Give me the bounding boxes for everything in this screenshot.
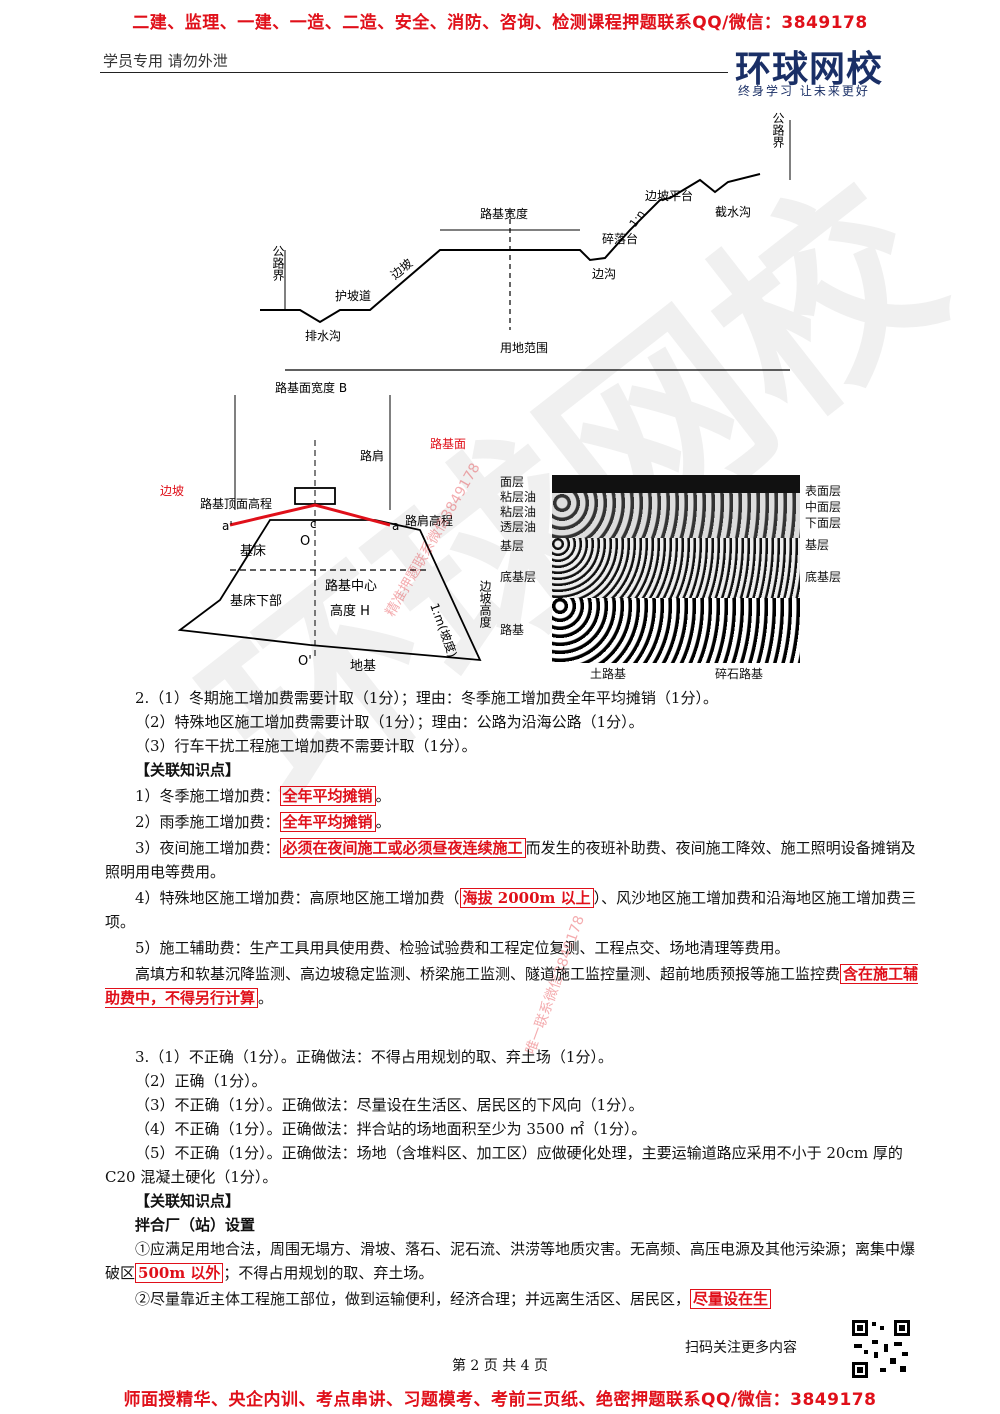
q3-line-1: 3.（1）不正确（1分）。正确做法：不得占用规划的取、弃土场（1分）。 (135, 1048, 613, 1066)
label-dijiceng: 底基层 (500, 570, 537, 584)
fig1-land-label: 用地范围 (500, 341, 548, 355)
fig1-platform-label: 边坡平台 (645, 188, 693, 203)
highlight-4: 海拔 2000m 以上 (459, 888, 594, 908)
surface-layer (552, 475, 800, 493)
fig2-surface-label: 路基面 (430, 436, 466, 451)
q3-line-3: （3）不正确（1分）。正确做法：尽量设在生活区、居民区的下风向（1分）。 (135, 1096, 644, 1114)
kp-item-4: 4）特殊地区施工增加费：高原地区施工增加费（海拔 2000m 以上）、风沙地区施… (105, 888, 917, 931)
q3-line-2: （2）正确（1分）。 (135, 1072, 267, 1090)
pavement-left-labels: 面层 粘层油 粘层油 透层油 基层 底基层 路基 (500, 475, 536, 638)
knowledge-heading: 【关联知识点】 (135, 761, 241, 779)
kp-item-2: 2）雨季施工增加费：全年平均摊销。 (135, 812, 391, 832)
roadbed-section-figure: 路基面宽度 B 路肩 路基面 边坡 路基顶面高程 路肩高程 基床 基床下部 路基… (160, 380, 492, 674)
fig2-o-label: O (300, 534, 310, 549)
label-soil-roadbed: 土路基 (590, 667, 627, 681)
fig1-berm-label: 护坡道 (335, 289, 371, 303)
mix-item-1: ①应满足用地合法，周围无塌方、滑坡、落石、泥石流、洪涝等地质灾害。无高频、高压电… (105, 1240, 916, 1283)
fig1-left-boundary: 公路界 (271, 245, 285, 282)
highlight-2: 全年平均摊销 (279, 812, 376, 832)
subbase-layer (552, 538, 800, 598)
fig2-top-elev-label: 路基顶面高程 (200, 496, 272, 511)
fig2-o1-label: O' (298, 654, 312, 669)
label-xiamian: 下面层 (805, 516, 842, 530)
label-dijiceng-r: 底基层 (805, 570, 842, 584)
bottom-banner: 师面授精华、央企内训、考点串讲、习题模考、考前三页纸、绝密押题联系QQ/微信：3… (123, 1390, 877, 1410)
knowledge-heading-2: 【关联知识点】 (135, 1192, 241, 1210)
fig1-width-label: 路基宽度 (480, 206, 528, 221)
fig2-slope-label: 边坡 (160, 484, 184, 498)
label-zhongmian: 中面层 (805, 500, 842, 514)
label-jiceng-r: 基层 (805, 538, 830, 552)
kp-item-3: 3）夜间施工增加费：必须在夜间施工或必须昼夜连续施工而发生的夜班补助费、夜间施工… (105, 838, 916, 881)
brand-logo: 环球网校 (735, 49, 884, 90)
label-zhanceng1: 粘层油 (500, 490, 537, 504)
body-section-q3: 3.（1）不正确（1分）。正确做法：不得占用规划的取、弃土场（1分）。 （2）正… (105, 1045, 920, 1311)
highlight-m2: 尽量设在生 (690, 1289, 772, 1309)
label-gravel-roadbed: 碎石路基 (715, 667, 764, 681)
q2-line-2: （2）特殊地区施工增加费需要计取（1分）；理由：公路为沿海公路（1分）。 (135, 713, 644, 731)
highlight-3: 必须在夜间施工或必须昼夜连续施工 (279, 838, 526, 858)
pavement-right-labels: 表面层 中面层 下面层 基层 底基层 (805, 483, 841, 585)
fig1-ratio-label: 1:n (627, 208, 648, 230)
fig2-a1-label: a' (222, 519, 233, 533)
kp-item-1: 1）冬季施工增加费：全年平均摊销。 (135, 786, 391, 806)
fig2-ratio-label: 1:m(坡度) (427, 601, 460, 659)
fig2-width-label: 路基面宽度 B (275, 380, 347, 395)
fig2-a-label: a (392, 519, 399, 533)
highlight-6: 含在施工辅助费中，不得另行计算 (105, 964, 919, 1008)
subgrade-layer (552, 598, 800, 663)
fig2-found-label: 地基 (350, 659, 376, 674)
fig2-bed-label: 基床 (240, 544, 266, 559)
kp-item-6: 高填方和软基沉降监测、高边坡稳定监测、桥梁施工监测、隧道施工监控量测、超前地质预… (105, 964, 919, 1008)
header-note: 学员专用 请勿外泄 (103, 52, 228, 70)
header-rule (100, 72, 728, 73)
fig1-intercept-label: 截水沟 (715, 205, 751, 219)
label-biaomian: 表面层 (805, 484, 842, 498)
scan-note: 扫码关注更多内容 (685, 1340, 797, 1356)
label-mianceng: 面层 (500, 475, 525, 489)
fig2-c-label: c (310, 517, 317, 531)
label-zhanceng2: 粘层油 (500, 505, 537, 519)
fig2-shoulder-elev-label: 路肩高程 (405, 513, 453, 528)
pavement-structure-figure: 面层 粘层油 粘层油 透层油 基层 底基层 路基 表面层 中面层 下面层 基层 … (500, 475, 860, 681)
fig1-right-boundary: 公路界 (771, 112, 785, 149)
fig1-slope-label: 边坡 (388, 256, 415, 282)
label-jiceng: 基层 (500, 539, 525, 553)
brand-slogan: 终身学习 让未来更好 (738, 84, 870, 98)
fig2-bed-lower-label: 基床下部 (230, 594, 282, 609)
label-luji: 路基 (500, 623, 525, 637)
fig2-center-label: 路基中心 (325, 578, 377, 594)
q3-line-5: （5）不正确（1分）。正确做法：场地（含堆料区、加工区）应做硬化处理，主要运输道… (105, 1144, 903, 1186)
label-touceng: 透层油 (500, 520, 537, 534)
highlight-1: 全年平均摊销 (279, 786, 376, 806)
fig1-rockfall-label: 碎落台 (602, 231, 638, 246)
qr-code-icon (850, 1318, 912, 1380)
fig1-drain-label: 排水沟 (305, 329, 341, 343)
base-layer (552, 493, 800, 538)
top-banner: 二建、监理、一建、一造、二造、安全、消防、咨询、检测课程押题联系QQ/微信：38… (132, 13, 868, 33)
highlight-m1: 500m 以外 (135, 1263, 224, 1283)
fig1-ditch-label: 边沟 (592, 267, 616, 281)
q2-line-1: 2.（1）冬期施工增加费需要计取（1分）；理由：冬季施工增加费全年平均摊销（1分… (135, 689, 718, 707)
body-section-q2: 2.（1）冬期施工增加费需要计取（1分）；理由：冬季施工增加费全年平均摊销（1分… (105, 686, 920, 1010)
q2-line-3: （3）行车干扰工程施工增加费不需要计取（1分）。 (135, 737, 477, 755)
q3-line-4: （4）不正确（1分）。正确做法：拌合站的场地面积至少为 3500 ㎡（1分）。 (135, 1120, 647, 1138)
fig2-height-label: 高度 H (330, 603, 370, 619)
roadbed-cross-section-figure: 路基宽度 边坡 护坡道 排水沟 边沟 碎落台 边坡平台 截水沟 1:n 用地范围… (260, 112, 791, 371)
page-number: 第 2 页 共 4 页 (451, 1358, 549, 1374)
fig2-shoulder-label: 路肩 (360, 448, 384, 463)
fig2-slope-height-label: 边坡高度 (478, 580, 492, 628)
mixing-plant-title: 拌合厂（站）设置 (135, 1216, 256, 1234)
mix-item-2: ②尽量靠近主体工程施工部位，做到运输便利，经济合理；并远离生活区、居民区，尽量设… (105, 1287, 920, 1311)
kp-item-5: 5）施工辅助费：生产工具用具使用费、检验试验费和工程定位复测、工程点交、场地清理… (135, 939, 790, 957)
